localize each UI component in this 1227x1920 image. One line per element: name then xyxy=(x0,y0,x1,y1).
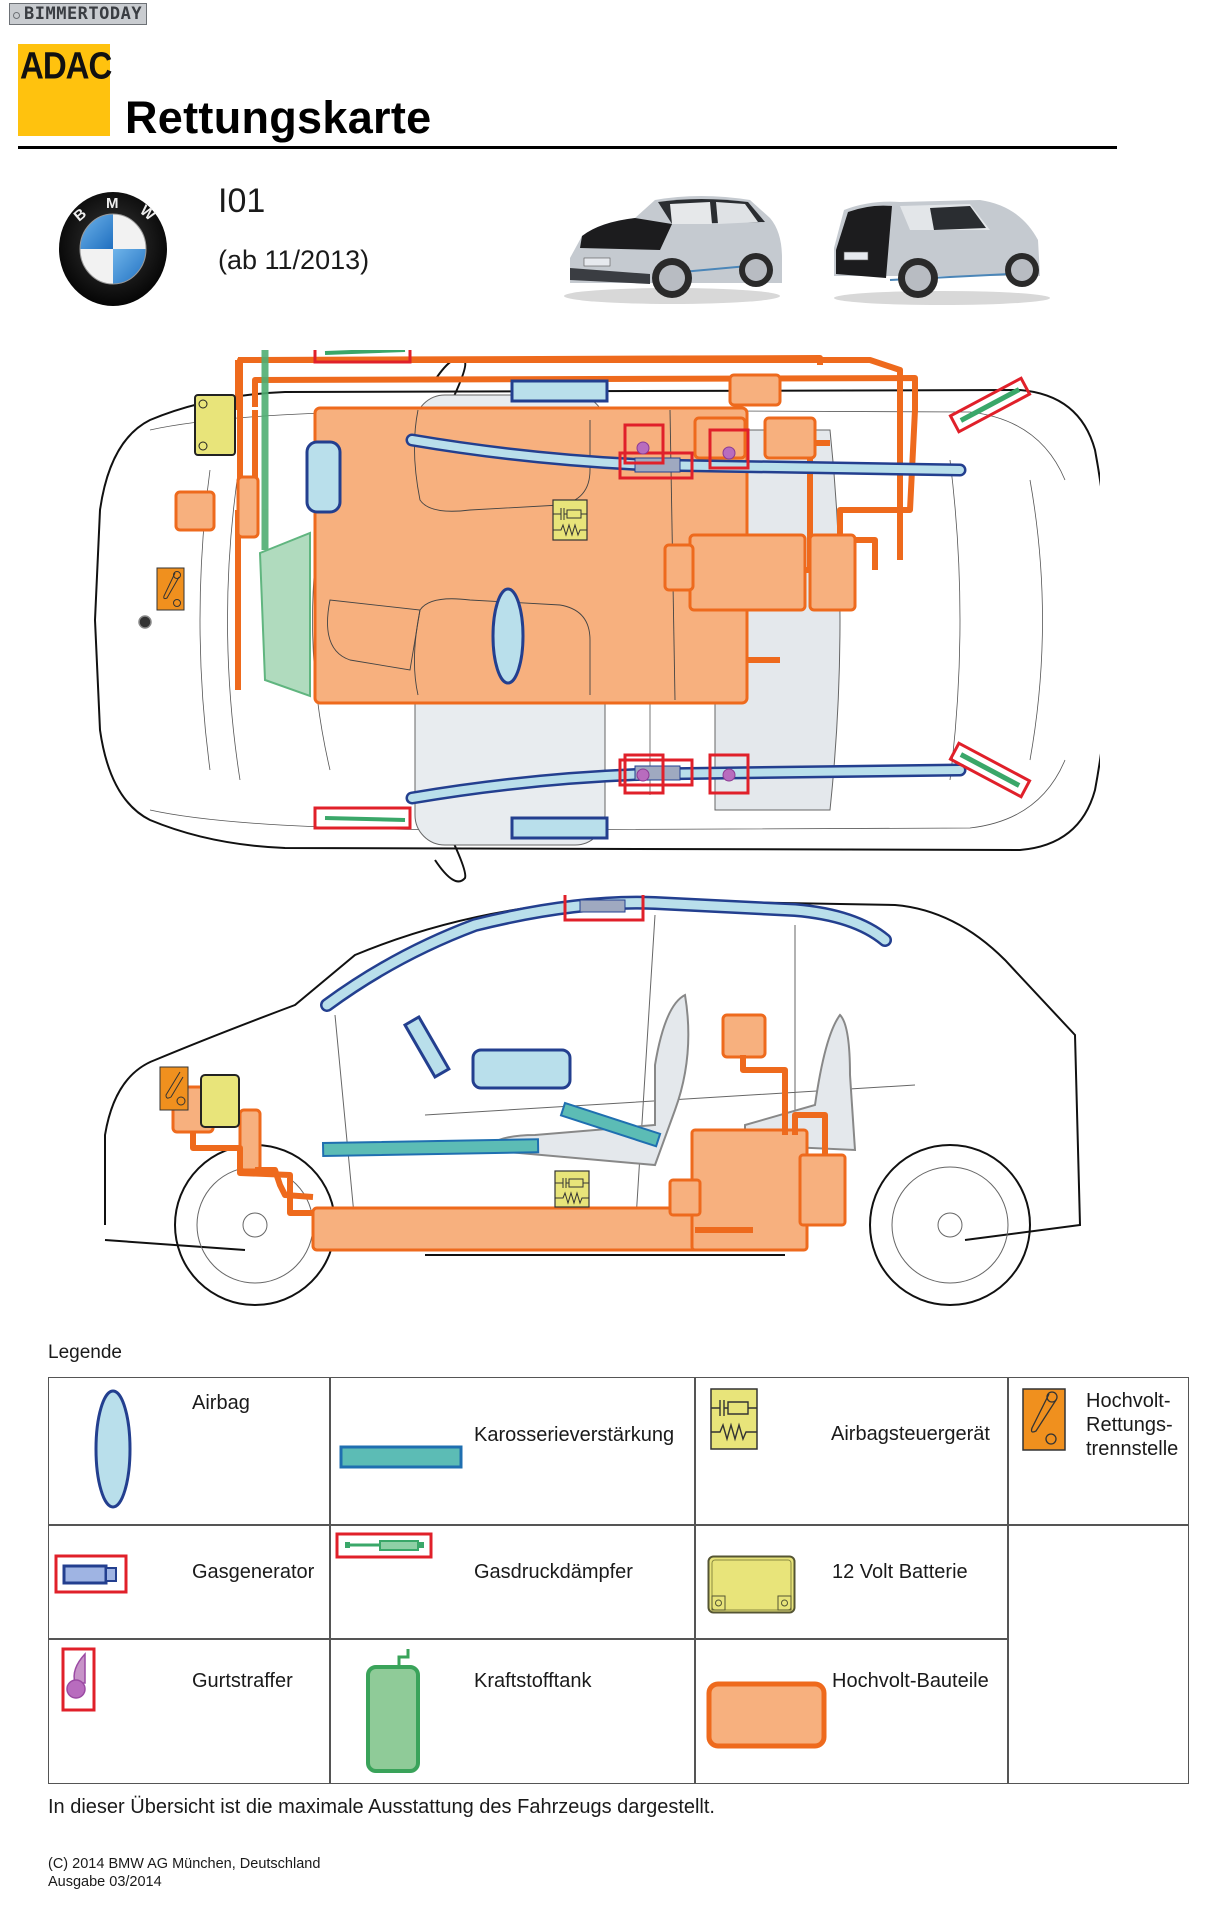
legend-label-gas-strut: Gasdruckdämpfer xyxy=(474,1561,633,1583)
vehicle-side-view-diagram xyxy=(104,895,1082,1306)
legend-label-high-voltage-disconnect-2: Rettungs- xyxy=(1086,1414,1173,1436)
side-airbag-side xyxy=(471,1048,572,1090)
svg-text:M: M xyxy=(106,195,119,212)
page-title: Rettungskarte xyxy=(125,92,432,143)
car-photo-rear xyxy=(834,200,1050,305)
adac-logo-text: ADAC xyxy=(20,44,112,87)
legend-label-airbag-control-unit: Airbagsteuergerät xyxy=(831,1423,990,1445)
airbag-control-unit-icon xyxy=(710,1388,758,1450)
legend-label-gas-generator: Gasgenerator xyxy=(192,1561,315,1583)
legend-label-body-reinforcement: Karosserieverstärkung xyxy=(474,1424,675,1446)
legend-item-airbag-control-unit: Airbagsteuergerät xyxy=(695,1378,1008,1525)
legend-label-belt-tensioner: Gurtstraffer xyxy=(192,1670,293,1692)
legend-table: Airbag Karosserieverstärkung Airbagsteue… xyxy=(48,1377,1189,1784)
airbag-control-unit-side xyxy=(554,1170,590,1208)
vehicle-model: I01 xyxy=(218,182,266,220)
legend-label-high-voltage-components: Hochvolt-Bauteile xyxy=(832,1670,989,1692)
legend-label-high-voltage-disconnect-1: Hochvolt- xyxy=(1086,1390,1171,1412)
legend-item-body-reinforcement: Karosserieverstärkung xyxy=(330,1378,695,1525)
bmw-logo-icon: B M W xyxy=(59,192,167,306)
adac-logo xyxy=(18,44,110,136)
battery-12v-icon xyxy=(707,1555,796,1614)
legend-label-airbag: Airbag xyxy=(192,1392,250,1414)
belt-tensioner-icon xyxy=(61,1647,96,1712)
legend-label-battery-12v: 12 Volt Batterie xyxy=(832,1561,968,1583)
legend-item-gas-generator: Gasgenerator xyxy=(49,1525,330,1639)
watermark-dot-icon xyxy=(13,12,20,19)
legend-item-high-voltage-components: Hochvolt-Bauteile xyxy=(695,1639,1008,1784)
legend-item-gas-strut: Gasdruckdämpfer xyxy=(330,1525,695,1639)
fuel-tank xyxy=(258,350,311,698)
belt-tensioners-top xyxy=(623,423,750,795)
vehicle-top-view-diagram xyxy=(93,350,1100,883)
legend-title: Legende xyxy=(48,1342,122,1363)
legend-item-battery-12v: 12 Volt Batterie xyxy=(695,1525,1008,1639)
high-voltage-disconnect-side xyxy=(159,1066,189,1111)
body-reinforcement-icon xyxy=(339,1445,463,1469)
high-voltage-components xyxy=(174,373,857,612)
vehicle-production-date: (ab 11/2013) xyxy=(218,245,370,275)
gas-struts-top xyxy=(313,350,1032,830)
battery-12v-side xyxy=(200,1074,240,1128)
watermark-text: BIMMERTODAY xyxy=(24,4,143,24)
watermark-badge: BIMMERTODAY xyxy=(9,3,147,25)
legend-item-belt-tensioner: Gurtstraffer xyxy=(49,1639,330,1784)
airbag-control-unit xyxy=(552,499,588,541)
knee-airbag-side xyxy=(402,1014,451,1080)
equipment-note: In dieser Übersicht ist die maximale Aus… xyxy=(48,1796,715,1818)
high-voltage-disconnect xyxy=(156,567,185,611)
gas-strut-icon xyxy=(335,1532,433,1559)
high-voltage-disconnect-icon xyxy=(1022,1388,1066,1451)
gas-generator-side xyxy=(563,895,645,922)
bmw-badge-icon xyxy=(138,615,152,629)
airbags-top xyxy=(305,379,967,840)
gas-generator-icon xyxy=(54,1554,128,1594)
airbag-icon xyxy=(94,1389,132,1509)
copyright-block: (C) 2014 BMW AG München, Deutschland Aus… xyxy=(48,1855,320,1891)
title-divider xyxy=(18,146,1117,149)
legend-label-fuel-tank: Kraftstofftank xyxy=(474,1670,592,1692)
fuel-tank-icon xyxy=(366,1649,420,1773)
edition-text: Ausgabe 03/2014 xyxy=(48,1874,162,1890)
car-photo-front xyxy=(564,196,782,304)
battery-12v xyxy=(194,394,236,456)
copyright-text: (C) 2014 BMW AG München, Deutschland xyxy=(48,1856,321,1872)
legend-item-high-voltage-disconnect: Hochvolt- Rettungs- trennstelle xyxy=(1008,1378,1188,1525)
legend-label-high-voltage-disconnect-3: trennstelle xyxy=(1086,1438,1179,1460)
legend-item-airbag: Airbag xyxy=(49,1378,330,1525)
body-reinforcements xyxy=(321,1101,662,1158)
high-voltage-component-icon xyxy=(706,1681,827,1749)
legend-item-fuel-tank: Kraftstofftank xyxy=(330,1639,695,1784)
